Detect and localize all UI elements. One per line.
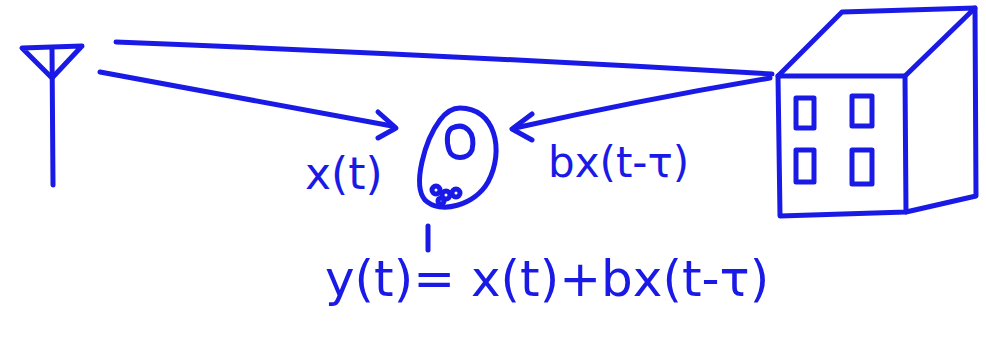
phone-key [432, 186, 440, 194]
signal-label: bx(t-τ) [548, 140, 689, 186]
building-front [778, 76, 906, 216]
phone-key [438, 198, 444, 204]
tick-line [426, 226, 431, 250]
path-to-building [116, 42, 772, 74]
phone-screen [447, 126, 473, 157]
building-symbol [778, 8, 976, 216]
phone-key [452, 189, 460, 197]
phone-body [420, 108, 496, 207]
window [852, 96, 872, 126]
building-top [778, 8, 975, 76]
equation-label: y(t)= x(t)+bx(t-τ) [325, 252, 769, 307]
window [852, 150, 872, 184]
direct-path-arrow [100, 72, 392, 126]
arrow-head [512, 114, 532, 140]
window [796, 98, 814, 128]
signal-label: x(t) [305, 150, 383, 198]
window [796, 150, 814, 182]
phone-symbol [420, 108, 496, 207]
reflected-path-arrow [515, 78, 770, 128]
building-side [906, 8, 976, 212]
antenna-symbol [22, 46, 82, 185]
antenna-mast [52, 48, 53, 185]
arrow-head [378, 112, 396, 138]
